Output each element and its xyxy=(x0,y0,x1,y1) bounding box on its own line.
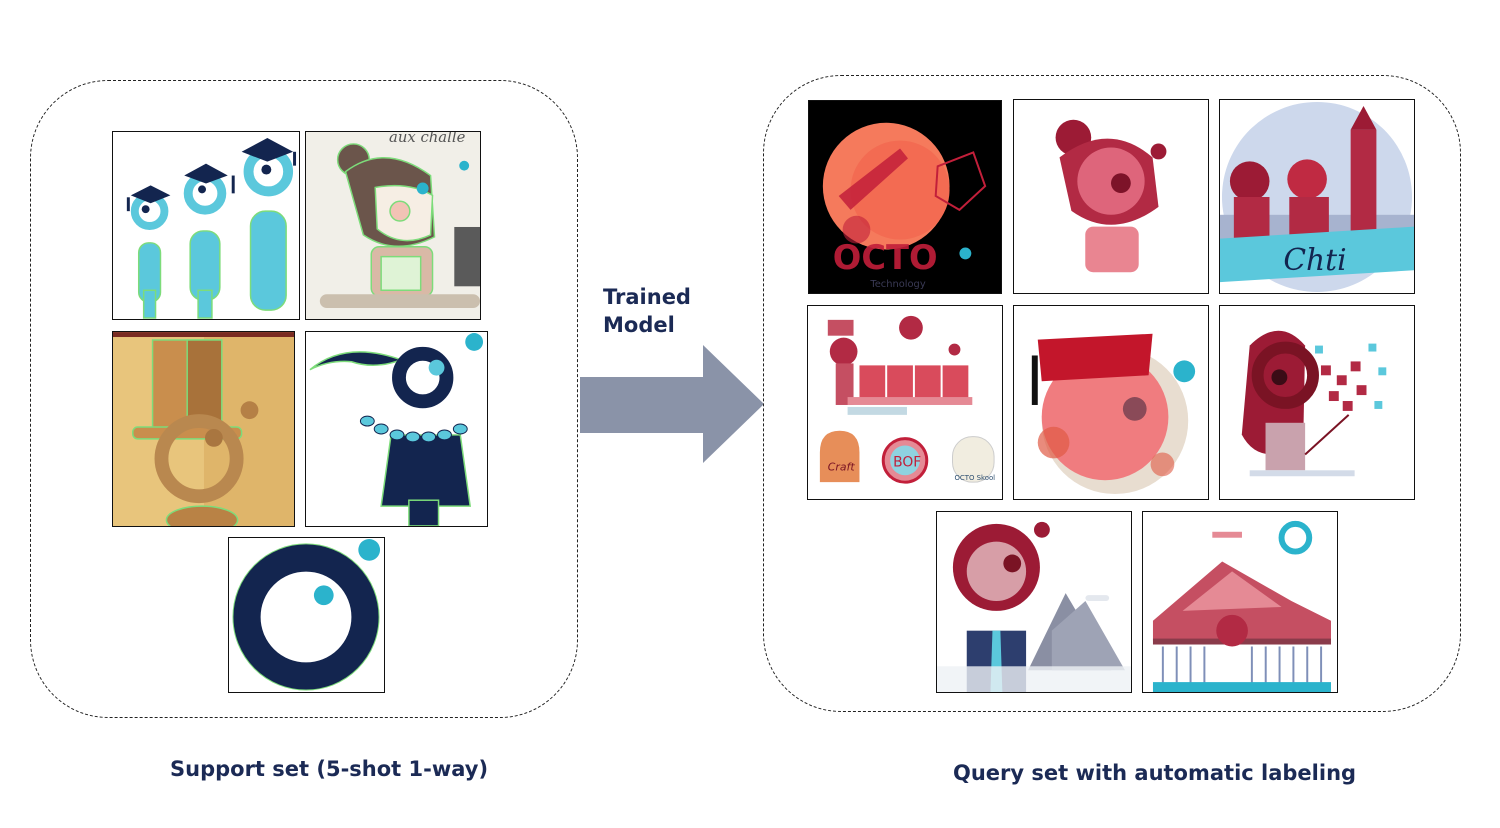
craft-plants-icon: Craft BOF OCTO Skool xyxy=(819,315,995,484)
query-tile-businessman xyxy=(936,511,1132,693)
girl-bun-icon xyxy=(1055,119,1167,273)
query-set-caption: Query set with automatic labeling xyxy=(953,761,1357,785)
chti-london-icon: Chti xyxy=(1220,101,1414,293)
support-set-caption: Support set (5-shot 1-way) xyxy=(170,757,489,781)
query-set-group xyxy=(763,75,1461,712)
support-tile-girl-laptop: aux challe xyxy=(305,131,481,320)
support-tile-octo-logo xyxy=(228,537,385,693)
support-tile-ponytail xyxy=(305,331,488,527)
tile-text: aux challe xyxy=(389,132,466,146)
query-tile-landscape xyxy=(1142,511,1338,693)
trained-model-label-line1: Trained xyxy=(603,285,691,309)
ring xyxy=(232,543,380,691)
trained-model-label-line2: Model xyxy=(603,313,675,337)
ponytail-necklace-character-icon xyxy=(309,333,484,526)
tile-text-badge3: OCTO Skool xyxy=(954,474,995,482)
graduates-icon xyxy=(126,137,297,319)
octo-logo-icon xyxy=(232,538,381,691)
tile-text: Chti xyxy=(1283,243,1346,278)
query-tile-fez xyxy=(1013,305,1209,500)
tile-text-badge2: Craft xyxy=(828,460,856,473)
support-set-group xyxy=(30,80,578,718)
tile-text-badge1: BOF xyxy=(893,454,921,470)
landscape-house-icon xyxy=(1152,520,1331,692)
query-tile-octo-technology: OCTO Technology xyxy=(808,100,1002,294)
query-tile-chti: Chti xyxy=(1219,99,1415,294)
tile-text-sub: Technology xyxy=(869,279,925,290)
tile-text-main: OCTO xyxy=(833,238,938,277)
query-tile-girl-cubes xyxy=(1219,305,1415,500)
businessman-mountains-icon xyxy=(937,521,1131,692)
support-tile-top-hat xyxy=(112,331,295,527)
octo-technology-logo-icon: OCTO Technology xyxy=(822,122,987,290)
girl-cubes-icon xyxy=(1241,330,1387,477)
top-hat-character-icon xyxy=(113,332,294,526)
query-tile-craft: Craft BOF OCTO Skool xyxy=(807,305,1003,500)
right-arrow-icon xyxy=(580,345,764,463)
fez-character-icon xyxy=(1031,333,1196,495)
trained-model-label: Trained Model xyxy=(603,283,691,339)
query-tile-girl-bun xyxy=(1013,99,1209,294)
girl-with-laptop-icon: aux challe xyxy=(319,132,480,309)
support-tile-graduates xyxy=(112,131,300,320)
